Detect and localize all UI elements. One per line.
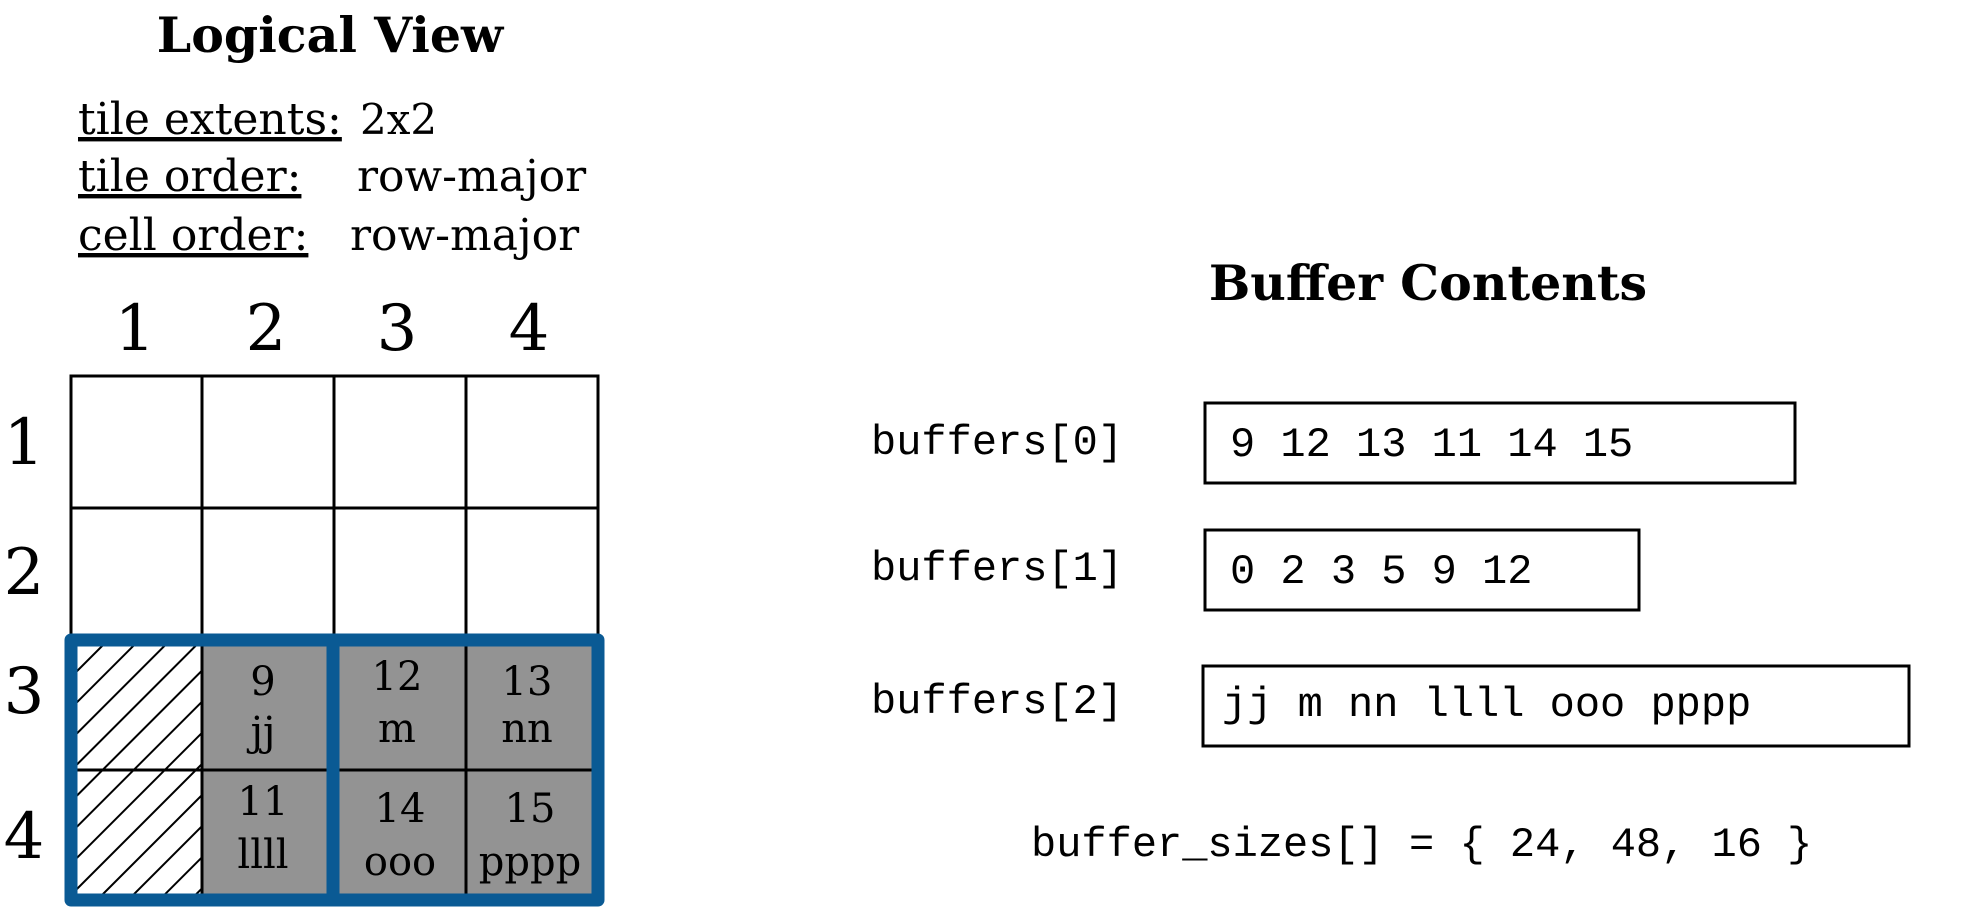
row-labels: 1 2 3 4 xyxy=(4,406,45,874)
cell-text: pppp xyxy=(479,839,581,885)
buffer-0: buffers[0] 9 12 13 11 14 15 xyxy=(871,401,1797,485)
cell-hatched xyxy=(71,640,202,770)
cell-number: 12 xyxy=(372,654,423,700)
row-label: 1 xyxy=(4,406,45,480)
cell-order-label: cell order: xyxy=(78,210,308,261)
buffer-box xyxy=(1201,664,1911,748)
logical-view-title: Logical View xyxy=(157,6,505,64)
cell-order-value: row-major xyxy=(350,210,580,261)
cell-number: 11 xyxy=(238,779,289,825)
buffer-2: buffers[2] jj m nn llll ooo pppp xyxy=(871,664,1911,748)
cell-number: 15 xyxy=(505,786,556,832)
cell-text: m xyxy=(378,706,416,752)
buffer-sizes: buffer_sizes[] = { 24, 48, 16 } xyxy=(1031,821,1812,869)
column-label: 3 xyxy=(377,292,418,366)
buffer-label: buffers[2] xyxy=(871,678,1123,726)
cell-text: ooo xyxy=(364,839,436,885)
tile-order-value: row-major xyxy=(357,151,587,202)
cell-text: jj xyxy=(247,709,276,755)
buffer-content: 9 12 13 11 14 15 xyxy=(1230,421,1633,469)
column-label: 4 xyxy=(509,292,550,366)
buffer-contents-title: Buffer Contents xyxy=(1209,254,1647,312)
buffer-content: jj m nn llll ooo pppp xyxy=(1222,681,1751,729)
cell-number: 14 xyxy=(375,786,426,832)
buffer-content: 0 2 3 5 9 12 xyxy=(1230,548,1532,596)
column-label: 2 xyxy=(246,292,287,366)
cell-text: nn xyxy=(501,706,553,752)
row-label: 3 xyxy=(4,655,45,729)
buffer-label: buffers[1] xyxy=(871,545,1123,593)
buffer-box xyxy=(1203,401,1797,485)
tile-extents-value: 2x2 xyxy=(360,95,437,144)
tile-order-label: tile order: xyxy=(78,151,301,202)
cell-number: 13 xyxy=(502,659,553,705)
buffer-1: buffers[1] 0 2 3 5 9 12 xyxy=(871,528,1641,612)
tile-extents-label: tile extents: xyxy=(78,94,342,145)
cell-values: 9 jj 12 m 13 nn 11 llll 14 ooo 15 pppp xyxy=(237,654,581,885)
column-labels: 1 2 3 4 xyxy=(115,292,550,366)
row-label: 4 xyxy=(4,800,45,874)
buffer-label: buffers[0] xyxy=(871,419,1123,467)
cell-text: llll xyxy=(237,832,288,878)
column-label: 1 xyxy=(115,292,156,366)
cell-number: 9 xyxy=(250,659,275,705)
tile-borders xyxy=(64,633,605,907)
cell-hatched xyxy=(71,770,202,900)
buffer-box xyxy=(1203,528,1641,612)
array-grid xyxy=(69,374,600,900)
row-label: 2 xyxy=(4,536,45,610)
tile-border xyxy=(326,633,605,907)
properties: tile extents: 2x2 tile order: row-major … xyxy=(78,94,587,261)
